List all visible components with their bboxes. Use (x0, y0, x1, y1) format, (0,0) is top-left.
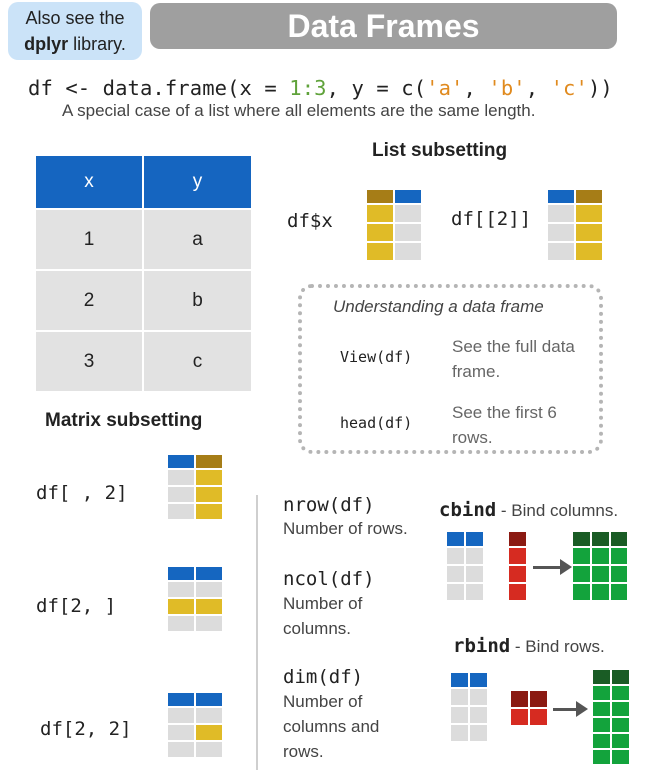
cbind-left-grid-icon (447, 532, 483, 604)
matrix-row-grid-icon (168, 567, 222, 639)
head-desc-2: rows. (452, 428, 493, 447)
rbind-arrow-icon (553, 701, 593, 717)
table-cell: c (144, 332, 251, 391)
view-code: View(df) (340, 348, 413, 366)
code-str-a: 'a' (426, 76, 464, 100)
table-cell: 1 (36, 210, 142, 269)
head-code: head(df) (340, 414, 413, 432)
cbind-code: cbind (439, 499, 497, 521)
cbind-result-grid-icon (573, 532, 627, 604)
dim-code: dim(df) (283, 666, 364, 688)
understanding-title: Understanding a data frame (333, 297, 544, 316)
rbind-desc: - Bind rows. (510, 637, 605, 656)
table-cell: 3 (36, 332, 142, 391)
ncol-code: ncol(df) (283, 568, 375, 590)
dollar-grid-icon (367, 190, 421, 262)
table-cell: 2 (36, 271, 142, 330)
matrix-col-code: df[ , 2] (36, 482, 128, 504)
understanding-box (298, 284, 603, 454)
matrix-row-code: df[2, ] (36, 595, 117, 617)
code-str-c: 'c' (550, 76, 588, 100)
dplyr-note-bold: dplyr (24, 34, 69, 54)
cbind-arrow-icon (533, 559, 573, 575)
intro-code: df <- data.frame(x = 1:3, y = c('a', 'b'… (28, 76, 613, 100)
page-title: Data Frames (150, 3, 617, 49)
cbind-red-column-icon (509, 532, 526, 604)
matrix-cell-code: df[2, 2] (40, 718, 132, 740)
dplyr-note-rest: library. (68, 34, 126, 54)
rbind-red-row-icon (511, 691, 547, 725)
data-frame-table: x y 1 a 2 b 3 c (36, 156, 251, 392)
matrix-subsetting-title: Matrix subsetting (45, 410, 203, 431)
code-comma2: , (525, 76, 551, 100)
code-str-b: 'b' (488, 76, 526, 100)
view-desc-2: frame. (452, 362, 501, 381)
code-assign: <- data.frame(x = (65, 76, 290, 100)
matrix-col-grid-icon (168, 455, 222, 527)
dplyr-note: Also see the dplyr library. (8, 2, 142, 60)
list-subsetting-title: List subsetting (372, 140, 508, 161)
cbind-desc: - Bind columns. (496, 501, 619, 520)
head-desc-1: See the first 6 (452, 403, 557, 422)
code-end: )) (587, 76, 613, 100)
rbind-label: rbind - Bind rows. (453, 634, 605, 659)
table-cell: b (144, 271, 251, 330)
code-df: df (28, 76, 66, 100)
double-bracket-code: df[[2]] (451, 208, 532, 230)
ncol-desc-2: columns. (283, 619, 352, 638)
dplyr-note-line1: Also see the (25, 8, 125, 28)
intro-description: A special case of a list where all eleme… (62, 101, 536, 120)
nrow-desc: Number of rows. (283, 519, 408, 538)
ncol-desc-1: Number of (283, 594, 363, 613)
dim-desc-1: Number of (283, 692, 363, 711)
column-divider (256, 495, 258, 770)
table-header-y: y (144, 156, 251, 208)
table-header-x: x (36, 156, 142, 208)
view-desc-1: See the full data (452, 337, 575, 356)
matrix-cell-grid-icon (168, 693, 222, 765)
code-comma1: , (463, 76, 489, 100)
rbind-code: rbind (453, 635, 511, 657)
code-mid: , y = c( (326, 76, 427, 100)
code-range: 1:3 (289, 76, 327, 100)
rbind-left-grid-icon (451, 673, 487, 745)
table-cell: a (144, 210, 251, 269)
dollar-subset-code: df$x (287, 210, 333, 232)
dim-desc-3: rows. (283, 742, 324, 761)
rbind-result-grid-icon (593, 670, 629, 764)
nrow-code: nrow(df) (283, 494, 375, 516)
dim-desc-2: columns and (283, 717, 380, 736)
double-bracket-grid-icon (548, 190, 602, 262)
cbind-label: cbind - Bind columns. (439, 498, 618, 523)
